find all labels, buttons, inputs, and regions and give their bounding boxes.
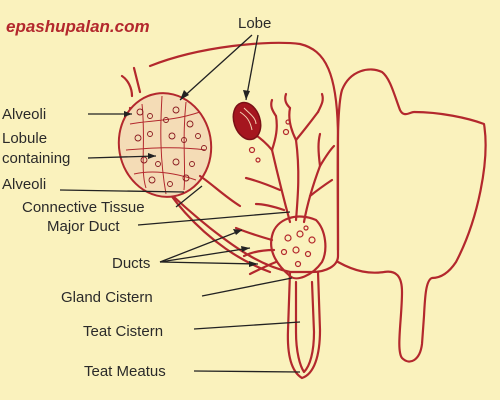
label-teat-cistern: Teat Cistern [83, 323, 163, 340]
label-lobule-line3: Alveoli [2, 176, 46, 193]
watermark-text: epashupalan.com [6, 17, 150, 36]
teat-cistern-inner [294, 280, 316, 374]
pointer-lines [59, 34, 301, 373]
right-quarter-outline [336, 68, 487, 363]
label-teat-meatus: Teat Meatus [84, 363, 166, 380]
pointer-arrowheads [124, 90, 258, 267]
gland-cistern [270, 215, 327, 280]
label-lobe: Lobe [238, 15, 271, 32]
left-quarter-outline [126, 41, 340, 274]
label-gland-cistern: Gland Cistern [61, 289, 153, 306]
label-connective-tissue: Connective Tissue [22, 199, 145, 216]
duct-tree [234, 92, 336, 276]
lobule-large [117, 92, 213, 198]
lobe-small [232, 101, 262, 141]
label-ducts: Ducts [112, 255, 150, 272]
duct-end-dots [248, 119, 291, 163]
label-lobule-line2: containing [2, 150, 70, 167]
gland-cistern-dots [280, 225, 316, 268]
left-teat-outline [286, 270, 322, 380]
lobule-strands [120, 66, 142, 98]
label-alveoli: Alveoli [2, 106, 46, 123]
label-lobule-line1: Lobule [2, 130, 47, 147]
label-major-duct: Major Duct [47, 218, 120, 235]
connective-tissue-strand [198, 174, 242, 208]
